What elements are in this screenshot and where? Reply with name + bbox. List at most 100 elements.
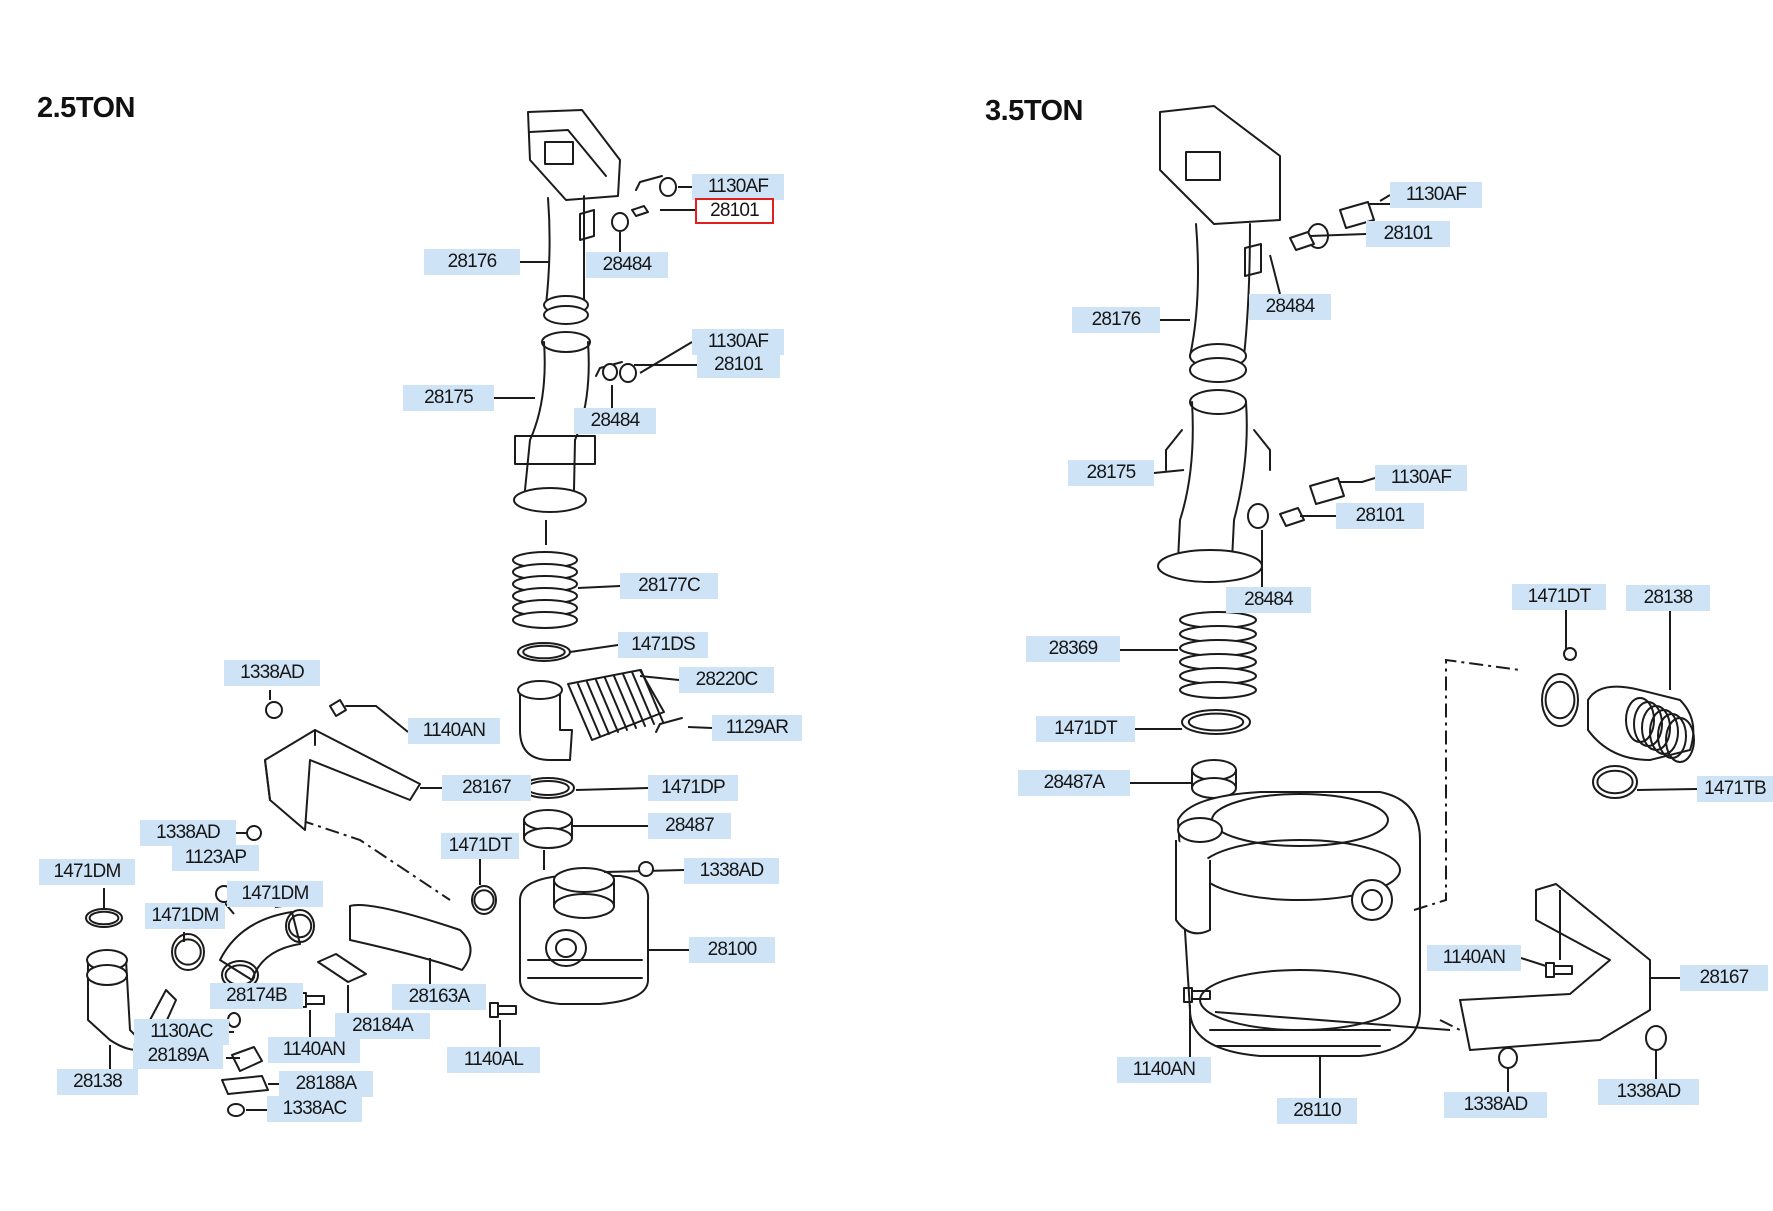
clamp-1471DM (171, 933, 205, 971)
callout-28167[interactable]: 28167 (442, 775, 531, 801)
bolt-icon (227, 1012, 241, 1028)
callout-1471DS[interactable]: 1471DS (618, 632, 708, 658)
callout-28167[interactable]: 28167 (1680, 965, 1768, 991)
callout-28175[interactable]: 28175 (403, 385, 494, 411)
callout-28176[interactable]: 28176 (1072, 307, 1160, 333)
leader-line (1269, 254, 1281, 295)
callout-28138[interactable]: 28138 (57, 1069, 138, 1095)
callout-28369[interactable]: 28369 (1026, 636, 1120, 662)
leader-line (1520, 957, 1547, 967)
bracket-28188A (221, 1075, 269, 1095)
callout-28174B[interactable]: 28174B (210, 983, 303, 1009)
callout-1140AN[interactable]: 1140AN (1117, 1057, 1211, 1083)
callout-28484[interactable]: 28484 (1226, 587, 1311, 613)
bracket-28184A (317, 953, 367, 983)
callout-28220C[interactable]: 28220C (679, 667, 774, 693)
callout-1471DT[interactable]: 1471DT (1036, 716, 1135, 742)
bolt-icon (297, 992, 325, 1008)
bolt-icon (655, 717, 683, 733)
callout-28175[interactable]: 28175 (1068, 460, 1154, 486)
leader-line (1309, 233, 1367, 237)
callout-1471DM[interactable]: 1471DM (145, 903, 225, 929)
leader-line (577, 585, 621, 589)
callout-28484[interactable]: 28484 (574, 408, 656, 434)
part-28189A (231, 1046, 263, 1072)
callout-1471DP[interactable]: 1471DP (648, 775, 738, 801)
callout-1338AD[interactable]: 1338AD (224, 660, 320, 686)
callout-28189A[interactable]: 28189A (133, 1043, 223, 1069)
callout-1130AF[interactable]: 1130AF (692, 174, 784, 200)
callout-28163A[interactable]: 28163A (392, 984, 486, 1010)
nut-icon (602, 363, 618, 381)
callout-1471DM[interactable]: 1471DM (227, 881, 323, 907)
callout-28101[interactable]: 28101 (1366, 221, 1450, 247)
leader-line (639, 675, 680, 681)
callout-28176[interactable]: 28176 (424, 249, 520, 275)
leader-line (1361, 477, 1376, 483)
callout-28138[interactable]: 28138 (1626, 585, 1710, 611)
callout-28487[interactable]: 28487 (648, 813, 731, 839)
callout-28110[interactable]: 28110 (1277, 1098, 1357, 1124)
callout-28101[interactable]: 28101 (1336, 503, 1424, 529)
callout-1123AP[interactable]: 1123AP (172, 845, 259, 871)
nut-icon (265, 701, 283, 719)
dashed-leader (299, 819, 451, 901)
callout-28484[interactable]: 28484 (1249, 294, 1331, 320)
leader-line (1153, 469, 1185, 474)
callout-1471DM[interactable]: 1471DM (39, 859, 135, 885)
leader-line (639, 341, 693, 374)
callout-1130AF[interactable]: 1130AF (692, 329, 784, 355)
upper-pipe-right (1189, 223, 1251, 357)
bolt-icon (1339, 201, 1391, 229)
callout-1338AD[interactable]: 1338AD (684, 858, 779, 884)
callout-28100[interactable]: 28100 (689, 937, 775, 963)
callout-28101[interactable]: 28101 (697, 352, 780, 378)
callout-1130AF[interactable]: 1130AF (1390, 182, 1482, 208)
nut-icon (1247, 503, 1269, 529)
middle-pipe-right (1189, 389, 1247, 415)
bolt-icon (1309, 477, 1363, 505)
callout-28188A[interactable]: 28188A (279, 1071, 373, 1097)
callout-1338AD[interactable]: 1338AD (140, 820, 236, 846)
leader-line (1636, 788, 1698, 791)
callout-1338AD[interactable]: 1338AD (1444, 1092, 1547, 1118)
callout-1471DT[interactable]: 1471DT (1512, 584, 1606, 610)
callout-1140AN[interactable]: 1140AN (408, 718, 500, 744)
callout-1130AF[interactable]: 1130AF (1375, 465, 1467, 491)
bracket-28167 (1459, 883, 1651, 1051)
callout-1140AN[interactable]: 1140AN (268, 1037, 360, 1063)
hose-28163A (349, 904, 472, 971)
bellows-28369 (1179, 681, 1257, 699)
bolt-icon (1183, 987, 1211, 1003)
elbow-28220C (519, 689, 573, 761)
middle-pipe (541, 331, 591, 353)
callout-28484[interactable]: 28484 (586, 252, 668, 278)
clamp-1471DT (471, 885, 497, 915)
callout-1140AN[interactable]: 1140AN (1427, 945, 1521, 971)
leader-line (569, 644, 619, 653)
bracket-28167 (264, 729, 421, 831)
clamp-1471DT (1181, 709, 1251, 735)
bolt-icon (635, 175, 663, 191)
callout-1129AR[interactable]: 1129AR (712, 715, 802, 741)
elbow-28174B (219, 911, 301, 981)
callout-1338AC[interactable]: 1338AC (267, 1096, 362, 1122)
washer-icon (631, 205, 649, 217)
nut-icon (246, 825, 262, 841)
callout-28184A[interactable]: 28184A (335, 1013, 430, 1039)
clamp-1471TB (1592, 765, 1638, 799)
leader-line (1379, 194, 1391, 202)
callout-28101-selected[interactable]: 28101 (695, 198, 774, 224)
dashed-leader (1413, 658, 1521, 911)
callout-28177C[interactable]: 28177C (620, 573, 718, 599)
callout-1471DT[interactable]: 1471DT (441, 833, 519, 859)
callout-1140AL[interactable]: 1140AL (447, 1047, 540, 1073)
callout-28487A[interactable]: 28487A (1018, 770, 1130, 796)
title-2-5ton: 2.5TON (37, 92, 136, 124)
callout-1338AD[interactable]: 1338AD (1598, 1079, 1699, 1105)
callout-1130AC[interactable]: 1130AC (134, 1019, 229, 1045)
bolt-icon (329, 699, 377, 717)
callout-1471TB[interactable]: 1471TB (1697, 776, 1773, 802)
